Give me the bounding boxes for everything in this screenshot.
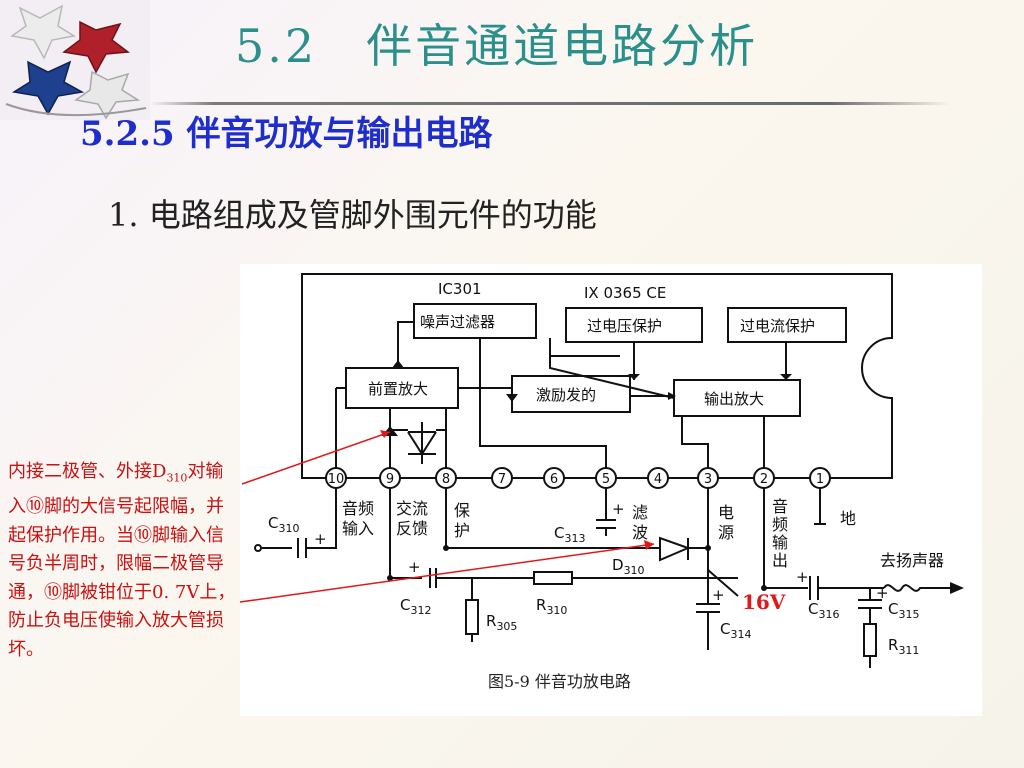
svg-text:D310: D310 (612, 556, 645, 577)
pin2-func-label: 出 (772, 551, 788, 570)
r310-label: R (536, 596, 546, 614)
arrow-icons (382, 360, 964, 594)
speaker-label: 去扬声器 (880, 551, 944, 570)
pin-label: 7 (498, 472, 506, 487)
blue-star-icon (11, 60, 85, 116)
pin-label: 3 (704, 472, 712, 487)
pin8-func-label: 保 (454, 501, 470, 520)
output-amp-block: 输出放大 (704, 390, 764, 408)
pin2-func-label: 频 (772, 515, 788, 534)
svg-text:C310: C310 (268, 514, 299, 535)
svg-text:C314: C314 (720, 620, 751, 641)
c315-label: C (888, 600, 898, 618)
red-star-icon (62, 20, 131, 74)
over-current-block: 过电流保护 (740, 317, 815, 335)
c312-label: C (400, 596, 410, 614)
r311-label: R (888, 636, 898, 654)
pin3-func-label: 源 (718, 523, 734, 542)
white-star-icon (10, 4, 77, 60)
d310-label: D (612, 556, 624, 574)
section-subtitle: 5.2.5 伴音功放与输出电路 (80, 114, 493, 154)
pin10-func-label: 音频 (342, 499, 374, 518)
svg-text:C315: C315 (888, 600, 919, 621)
c313-label: C (554, 524, 564, 542)
over-voltage-block: 过电压保护 (587, 317, 662, 335)
plus-sign: + (796, 568, 809, 586)
pin-label: 4 (654, 472, 662, 487)
r305-label: R (486, 612, 496, 630)
driver-block: 激励发的 (536, 386, 596, 404)
pin3-func-label: 电 (718, 503, 734, 522)
annotation-text-rest: 对输入⑩脚的大信号起限幅，并起保护作用。当⑩脚输入信号负半周时，限幅二极管导通，… (8, 461, 236, 660)
pin-label: 10 (328, 472, 345, 487)
pin10-func-label: 输入 (342, 519, 374, 538)
svg-text:R311: R311 (888, 636, 919, 657)
svg-text:C316: C316 (808, 600, 839, 621)
c316-label: C (808, 600, 818, 618)
decorative-stars-logo (0, 0, 150, 120)
svg-text:C312: C312 (400, 596, 431, 617)
plus-sign: + (612, 500, 625, 518)
preamp-block: 前置放大 (368, 380, 428, 398)
pin2-func-label: 输 (772, 533, 788, 552)
pin-label: 9 (386, 472, 394, 487)
diode-annotation: 内接二极管、外接D310对输入⑩脚的大信号起限幅，并起保护作用。当⑩脚输入信号负… (8, 458, 240, 664)
white-star-icon-2 (74, 70, 141, 120)
circuit-diagram: IC301 IX 0365 CE 噪声过滤器 过电压保护 过电流保护 前置放大 … (240, 264, 982, 716)
pin5-func-label: 波 (632, 523, 648, 542)
callout-lines (240, 431, 655, 603)
slide-title: 5.2 伴音通道电路分析 (235, 19, 759, 73)
svg-text:C313: C313 (554, 524, 585, 545)
plus-sign: + (314, 530, 327, 548)
pin8-func-label: 护 (454, 521, 470, 540)
annotation-subscript: 310 (166, 471, 188, 485)
pin1-func-label: 地 (840, 509, 856, 528)
pin5-func-label: 滤 (632, 503, 648, 522)
pin-label: 6 (550, 472, 558, 487)
svg-text:R305: R305 (486, 612, 517, 633)
chip-model-label: IX 0365 CE (584, 284, 666, 302)
pin9-func-label: 反馈 (396, 519, 428, 538)
pin-label: 8 (442, 472, 450, 487)
noise-filter-block: 噪声过滤器 (420, 313, 495, 331)
pin2-func-label: 音 (772, 497, 788, 516)
plus-sign: + (876, 584, 889, 602)
section-heading: 1. 电路组成及管脚外围元件的功能 (108, 196, 597, 234)
c310-label: C (268, 514, 278, 532)
pin-label: 5 (602, 472, 610, 487)
voltage-label: 16V (742, 590, 786, 614)
figure-caption: 图5-9 伴音功放电路 (488, 672, 631, 691)
plus-sign: + (408, 558, 421, 576)
plus-sign: + (712, 586, 725, 604)
c314-label: C (720, 620, 730, 638)
annotation-text: 内接二极管、外接D (8, 461, 167, 482)
pin9-func-label: 交流 (396, 499, 428, 518)
ic-name-label: IC301 (438, 280, 482, 298)
pin-label: 2 (760, 472, 768, 487)
title-divider (150, 102, 950, 105)
pin-label: 1 (816, 472, 824, 487)
svg-text:R310: R310 (536, 596, 567, 617)
